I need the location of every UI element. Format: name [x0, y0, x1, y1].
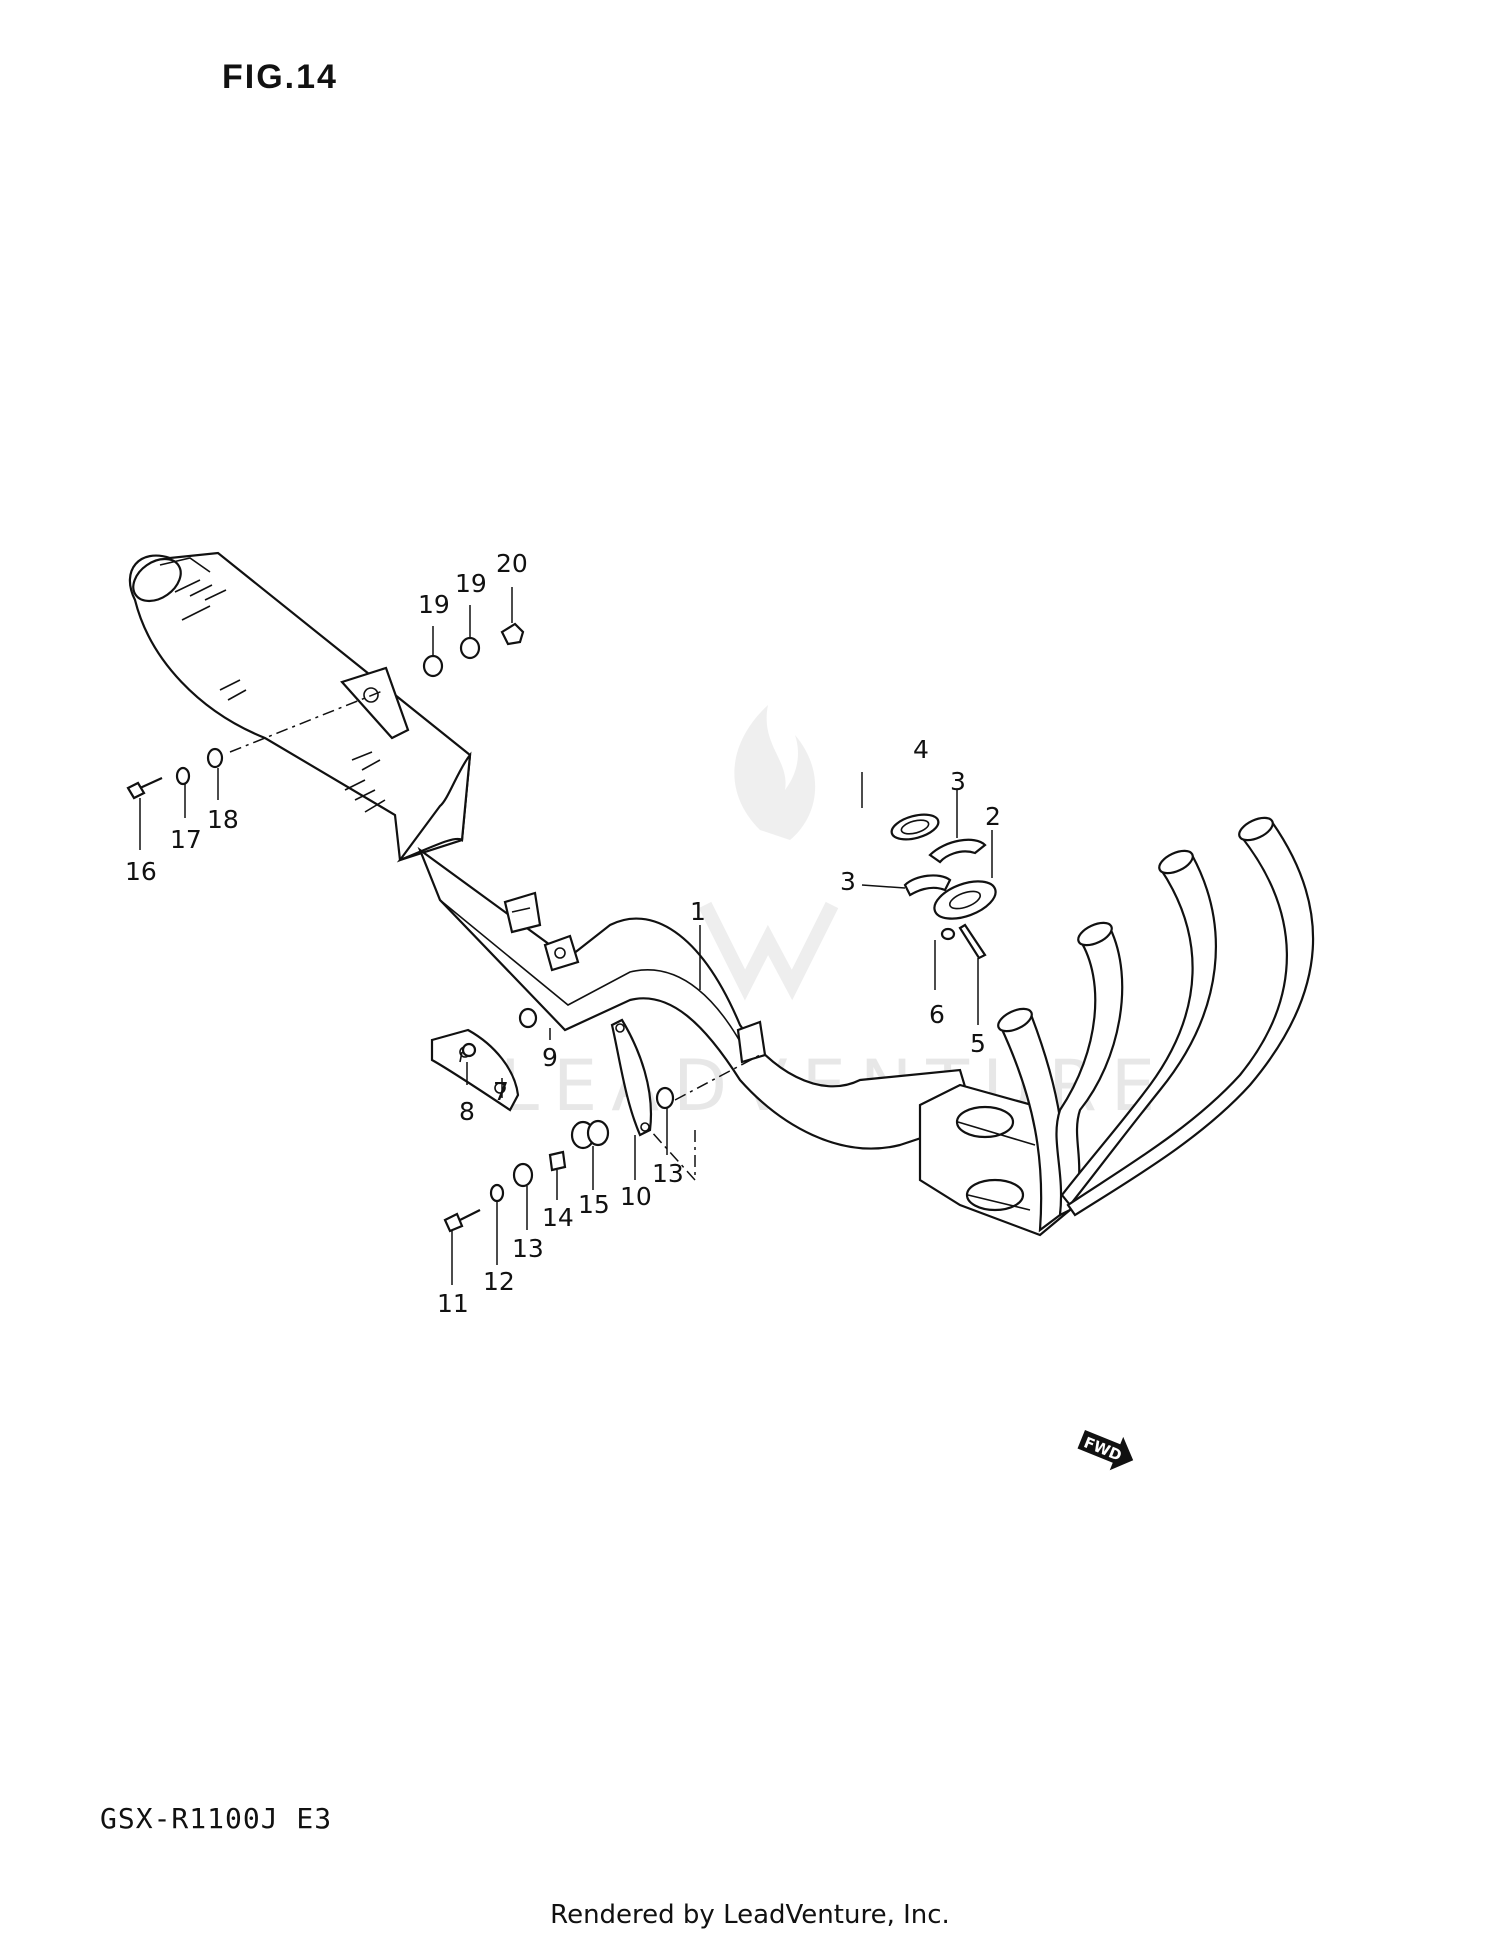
callout-19-right: 19: [455, 569, 487, 598]
callout-10: 10: [620, 1182, 652, 1211]
callout-16: 16: [125, 857, 157, 886]
callout-13-right: 13: [652, 1159, 684, 1188]
callout-labels: 1 2 3 3 4 5 6 7 8 9 10 11 12 13 13 14 15…: [125, 549, 1001, 1318]
callout-7: 7: [493, 1077, 509, 1106]
callout-1: 1: [690, 897, 706, 926]
callout-17: 17: [170, 825, 202, 854]
callout-5: 5: [970, 1029, 986, 1058]
model-code: GSX-R1100J E3: [100, 1802, 333, 1835]
callout-15: 15: [578, 1190, 610, 1219]
callout-13-lower: 13: [512, 1234, 544, 1263]
callout-8: 8: [459, 1097, 475, 1126]
callout-6: 6: [929, 1000, 945, 1029]
callout-19-left: 19: [418, 590, 450, 619]
watermark: LEADVENTURE: [500, 705, 1155, 1127]
callout-3-lower: 3: [840, 867, 856, 896]
callout-12: 12: [483, 1267, 515, 1296]
callout-18: 18: [207, 805, 239, 834]
footer-credit: Rendered by LeadVenture, Inc.: [550, 1900, 950, 1930]
callout-9: 9: [542, 1043, 558, 1072]
callout-4: 4: [913, 735, 929, 764]
callout-2: 2: [985, 802, 1001, 831]
leader-lines: [139, 587, 993, 1285]
callout-11: 11: [437, 1289, 469, 1318]
fwd-arrow: FWD: [1077, 1430, 1134, 1471]
callout-3-upper: 3: [950, 767, 966, 796]
callout-20: 20: [496, 549, 528, 578]
figure-title: FIG.14: [222, 58, 338, 96]
header-pipes: [997, 816, 1315, 1233]
muffler: [128, 551, 472, 863]
hardware: [126, 622, 997, 1233]
exhaust-pipe: [417, 846, 1072, 1237]
callout-14: 14: [542, 1203, 574, 1232]
